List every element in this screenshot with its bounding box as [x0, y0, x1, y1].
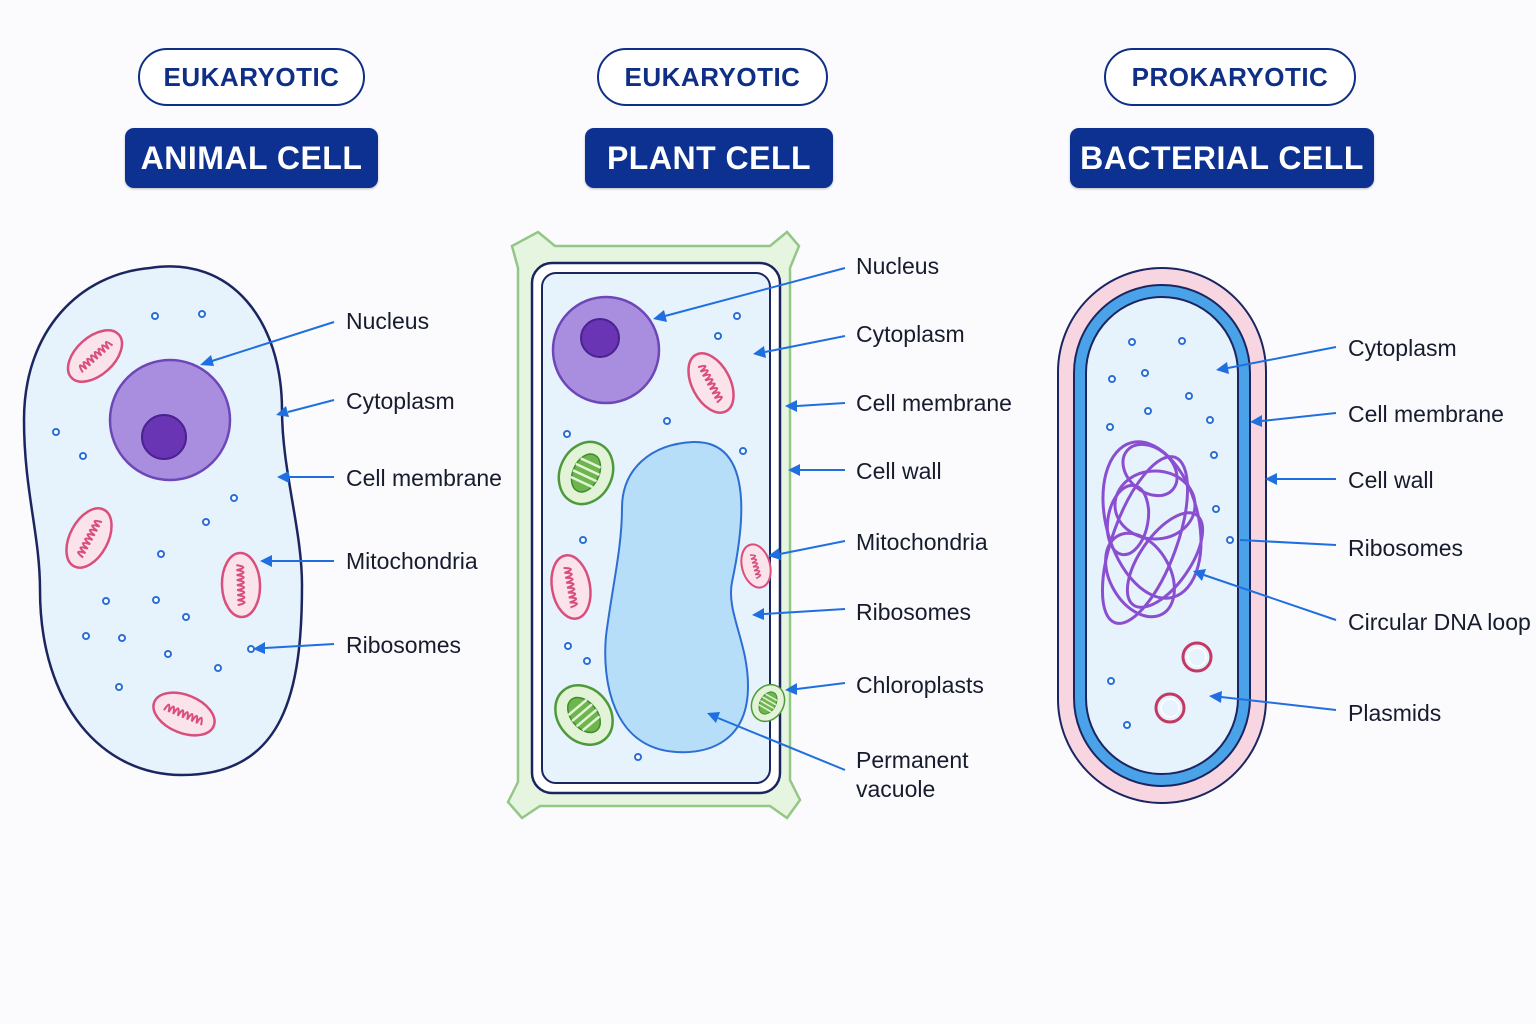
plant-cell: Nucleus Cytoplasm Cell membrane Cell wal…: [506, 230, 1012, 820]
animal-ribosomes: [52, 310, 255, 691]
bacterial-cell-title: BACTERIAL CELL: [1070, 128, 1374, 188]
plant-label-vacuole-line2: vacuole: [856, 776, 935, 802]
plant-label-leader: [653, 267, 846, 322]
bacterial-label-leader: [1209, 691, 1337, 711]
animal-label-leader: [253, 642, 335, 654]
plant-label-leader: [785, 400, 846, 412]
plant-label-leader: [707, 712, 846, 771]
plant-label-leader: [788, 464, 845, 476]
animal-label-leader: [277, 471, 334, 483]
plant-label-leader: [768, 540, 846, 560]
animal-label-nucleus: Nucleus: [346, 308, 429, 334]
plant-label-cell-wall: Cell wall: [856, 458, 942, 484]
bacterial-label-cell-membrane: Cell membrane: [1348, 401, 1504, 427]
plant-type-badge: EUKARYOTIC: [597, 48, 828, 106]
bacterial-cytoplasm: [1085, 296, 1239, 775]
plant-vacuole: [604, 440, 750, 754]
plant-label-leader: [752, 608, 846, 620]
bacterial-dna-loop: [1100, 440, 1205, 625]
animal-type-badge: EUKARYOTIC: [138, 48, 365, 106]
plant-label-chloroplasts: Chloroplasts: [856, 672, 984, 698]
animal-label-cell-membrane: Cell membrane: [346, 465, 502, 491]
bacterial-cell: Cytoplasm Cell membrane Cell wall Riboso…: [1057, 267, 1531, 804]
bacterial-label-cytoplasm: Cytoplasm: [1348, 335, 1457, 361]
plant-label-leader: [785, 682, 846, 695]
animal-label-mitochondria: Mitochondria: [346, 548, 478, 574]
plant-label-leader: [753, 335, 846, 358]
bacterial-type-badge: PROKARYOTIC: [1104, 48, 1356, 106]
bacterial-label-ribosomes: Ribosomes: [1348, 535, 1463, 561]
animal-label-cytoplasm: Cytoplasm: [346, 388, 455, 414]
bacterial-plasmid: [1154, 692, 1186, 724]
bacterial-label-dna-loop: Circular DNA loop: [1348, 609, 1531, 635]
bacterial-ribosomes: [1106, 337, 1234, 729]
bacterial-label-plasmids: Plasmids: [1348, 700, 1441, 726]
animal-cell-title: ANIMAL CELL: [125, 128, 378, 188]
animal-label-leader: [200, 321, 335, 366]
bacterial-label-leader: [1265, 473, 1336, 485]
animal-cell: Nucleus Cytoplasm Cell membrane Mitochon…: [22, 265, 502, 777]
animal-label-leader: [276, 399, 335, 417]
plant-nucleolus: [580, 318, 620, 358]
bacterial-label-leader: [1193, 569, 1337, 621]
plant-label-cytoplasm: Cytoplasm: [856, 321, 965, 347]
plant-ribosomes: [563, 312, 747, 761]
animal-label-ribosomes: Ribosomes: [346, 632, 461, 658]
plant-label-ribosomes: Ribosomes: [856, 599, 971, 625]
bacterial-plasmid: [1181, 641, 1213, 673]
animal-label-leader: [260, 555, 334, 567]
plant-label-mitochondria: Mitochondria: [856, 529, 988, 555]
plant-label-cell-membrane: Cell membrane: [856, 390, 1012, 416]
bacterial-label-leader: [1239, 539, 1337, 546]
bacterial-label-cell-wall: Cell wall: [1348, 467, 1434, 493]
bacterial-label-leader: [1250, 412, 1337, 427]
plant-label-vacuole-line1: Permanent: [856, 747, 969, 773]
bacterial-label-leader: [1216, 346, 1337, 374]
animal-nucleolus: [141, 414, 187, 460]
animal-mitochondrion: [219, 551, 263, 619]
plant-label-nucleus: Nucleus: [856, 253, 939, 279]
plant-cell-title: PLANT CELL: [585, 128, 833, 188]
